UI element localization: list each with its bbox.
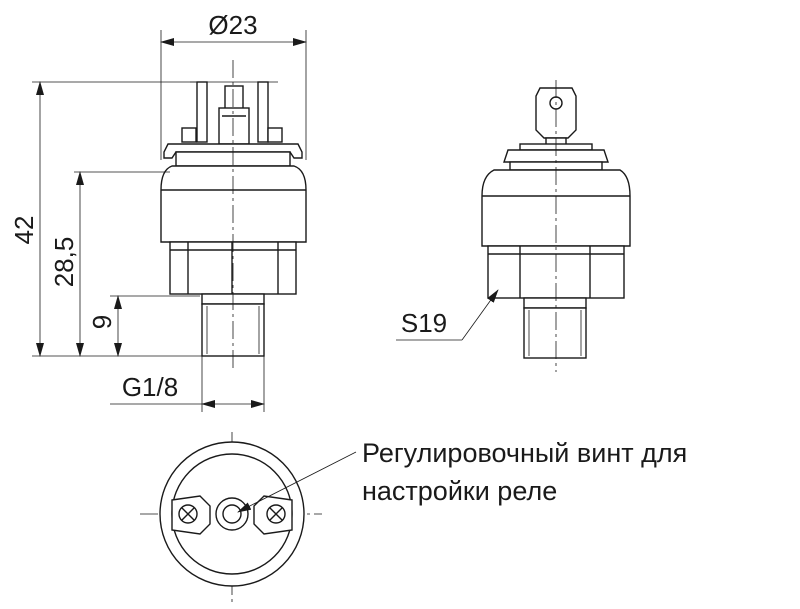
adjusting-screw-inner xyxy=(222,504,242,524)
side-thread xyxy=(523,307,587,359)
screw-head-right xyxy=(266,504,286,524)
terminal-left xyxy=(196,81,208,143)
hex-size-label: S19 xyxy=(401,308,447,338)
s19-leader xyxy=(461,289,499,341)
callout-line1: Регулировочный винт для xyxy=(362,438,687,468)
screw-right xyxy=(267,127,283,143)
screw-head-left xyxy=(178,504,198,524)
callout-line2: настройки реле xyxy=(362,476,557,506)
thread-label: G1/8 xyxy=(122,372,178,402)
top-view xyxy=(140,432,322,602)
plunger-body xyxy=(218,107,250,145)
height-thread-label: 9 xyxy=(87,315,117,329)
screw-left xyxy=(181,127,197,143)
diameter-label: Ø23 xyxy=(208,10,257,40)
front-view: Ø23 xyxy=(9,10,307,412)
side-view: S19 xyxy=(396,80,631,372)
height-total-label: 42 xyxy=(9,216,39,245)
plunger-top xyxy=(224,85,244,111)
height-mid-label: 28,5 xyxy=(49,237,79,288)
side-thread-collar xyxy=(523,297,587,309)
housing xyxy=(160,165,307,243)
callout-leader xyxy=(237,451,357,513)
terminal-right xyxy=(257,81,269,143)
